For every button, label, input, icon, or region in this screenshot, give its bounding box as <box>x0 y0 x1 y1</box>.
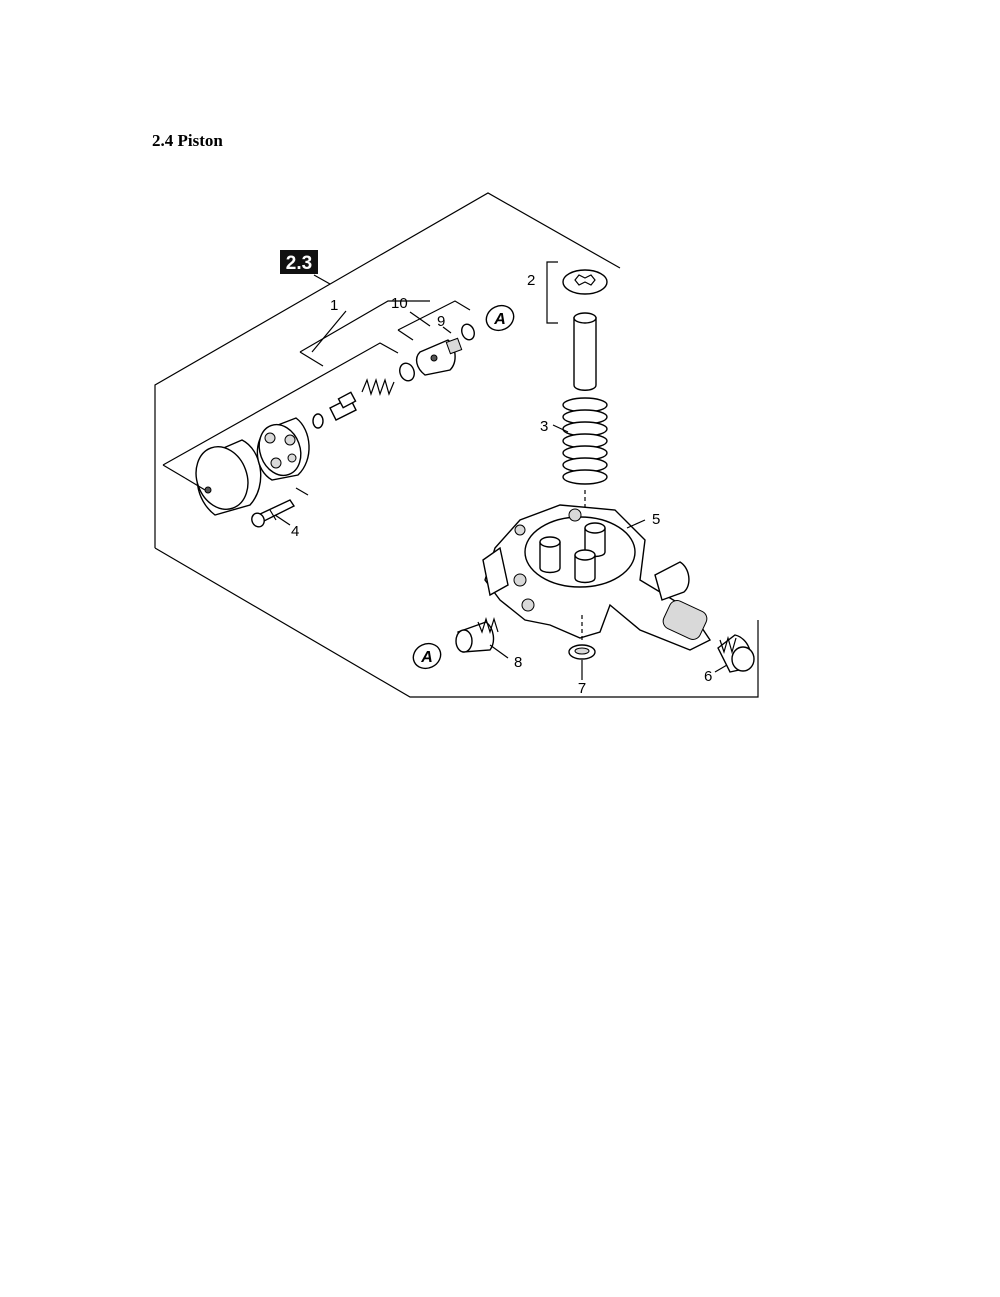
callout-2: 2 <box>527 272 535 289</box>
part-2-bracket <box>546 261 558 324</box>
valve-stem <box>329 391 357 421</box>
callout-3: 3 <box>540 418 548 435</box>
screw-4 <box>251 499 296 528</box>
pin <box>573 312 597 391</box>
callout-6: 6 <box>704 668 712 685</box>
pump-housing <box>482 504 712 651</box>
connector-a-bottom-label: A <box>420 649 433 666</box>
small-o-ring <box>312 413 324 429</box>
connector-a-bottom-icon: A <box>412 642 442 670</box>
seal-7 <box>568 612 596 660</box>
small-spring <box>361 378 395 396</box>
section-badge: 2.3 <box>280 250 331 285</box>
piston-spring <box>562 397 608 525</box>
callout-10: 10 <box>391 295 408 312</box>
valve-body <box>256 417 310 481</box>
assembly-frame <box>154 192 759 698</box>
callout-5: 5 <box>652 511 660 528</box>
part-1-bracket <box>162 300 430 496</box>
callout-8: 8 <box>514 654 522 671</box>
section-badge-label: 2.3 <box>286 253 312 274</box>
callout-1: 1 <box>330 297 338 314</box>
callout-9: 9 <box>437 313 445 330</box>
valve-seat <box>415 337 463 376</box>
part-10-bracket <box>397 300 471 341</box>
callout-4: 4 <box>291 523 299 540</box>
plug-6 <box>717 634 755 673</box>
callout-7: 7 <box>578 680 586 697</box>
valve-8 <box>455 616 499 653</box>
o-ring <box>399 362 415 382</box>
page-title: 2.4 Piston <box>152 131 223 150</box>
piston-housing-cap <box>184 439 262 516</box>
o-ring-9 <box>461 323 475 341</box>
star-washer <box>562 269 608 295</box>
connector-a-top-label: A <box>493 311 506 328</box>
leader-lines <box>274 326 728 680</box>
connector-a-top-icon: A <box>485 304 515 332</box>
